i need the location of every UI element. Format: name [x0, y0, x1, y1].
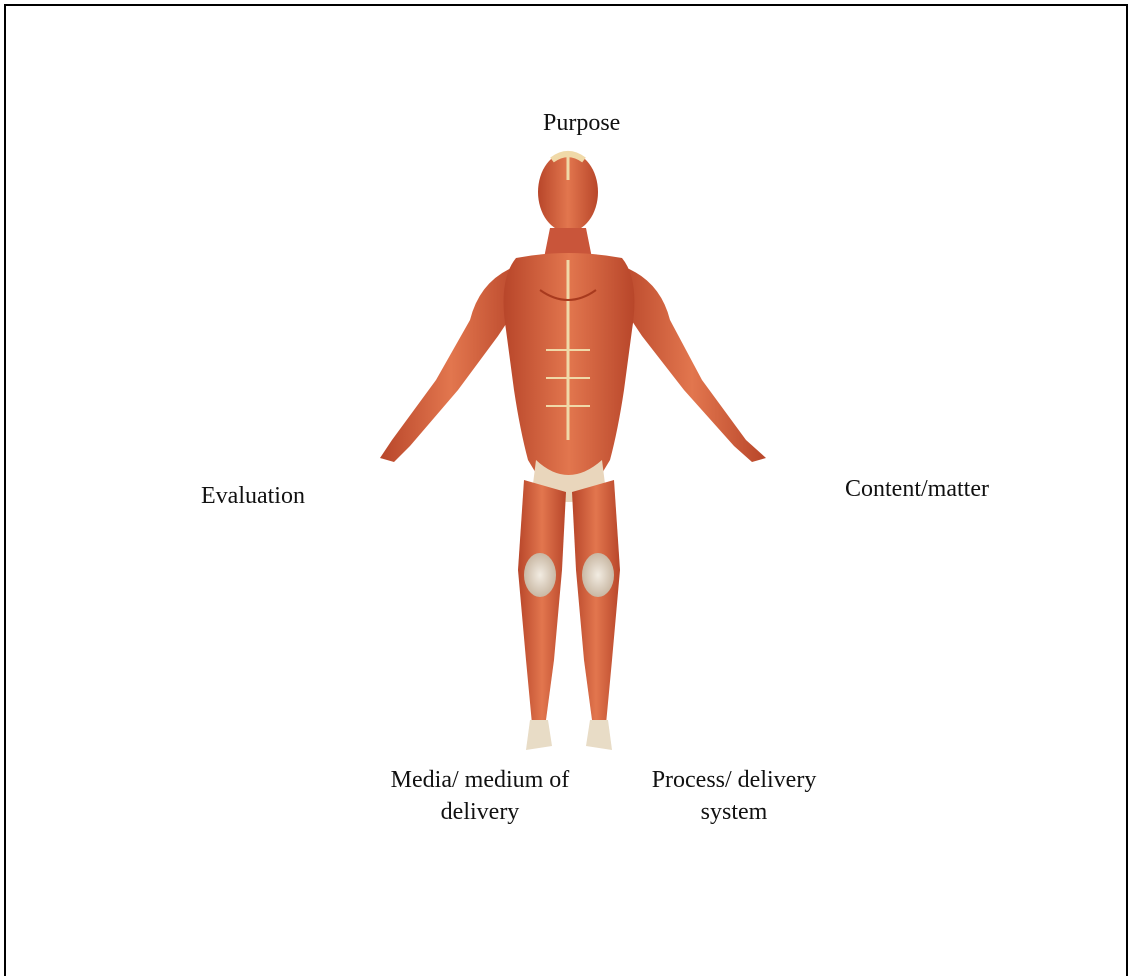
label-process-line2: system: [624, 796, 844, 828]
muscular-human-figure: [340, 140, 800, 760]
left-foot: [526, 720, 552, 750]
right-leg: [572, 480, 620, 724]
label-process-line1: Process/ delivery: [624, 764, 844, 796]
label-evaluation: Evaluation: [201, 480, 305, 512]
left-arm: [380, 266, 522, 462]
label-content-matter: Content/matter: [845, 473, 989, 505]
right-knee: [582, 553, 614, 597]
label-media-line2: delivery: [368, 796, 592, 828]
right-foot: [586, 720, 612, 750]
left-leg: [518, 480, 566, 724]
label-media-line1: Media/ medium of: [368, 764, 592, 796]
left-knee: [524, 553, 556, 597]
label-media-medium-of-delivery: Media/ medium of delivery: [368, 764, 592, 828]
right-arm: [618, 266, 766, 462]
label-process-delivery-system: Process/ delivery system: [624, 764, 844, 828]
label-purpose: Purpose: [543, 107, 620, 139]
head: [538, 152, 598, 232]
